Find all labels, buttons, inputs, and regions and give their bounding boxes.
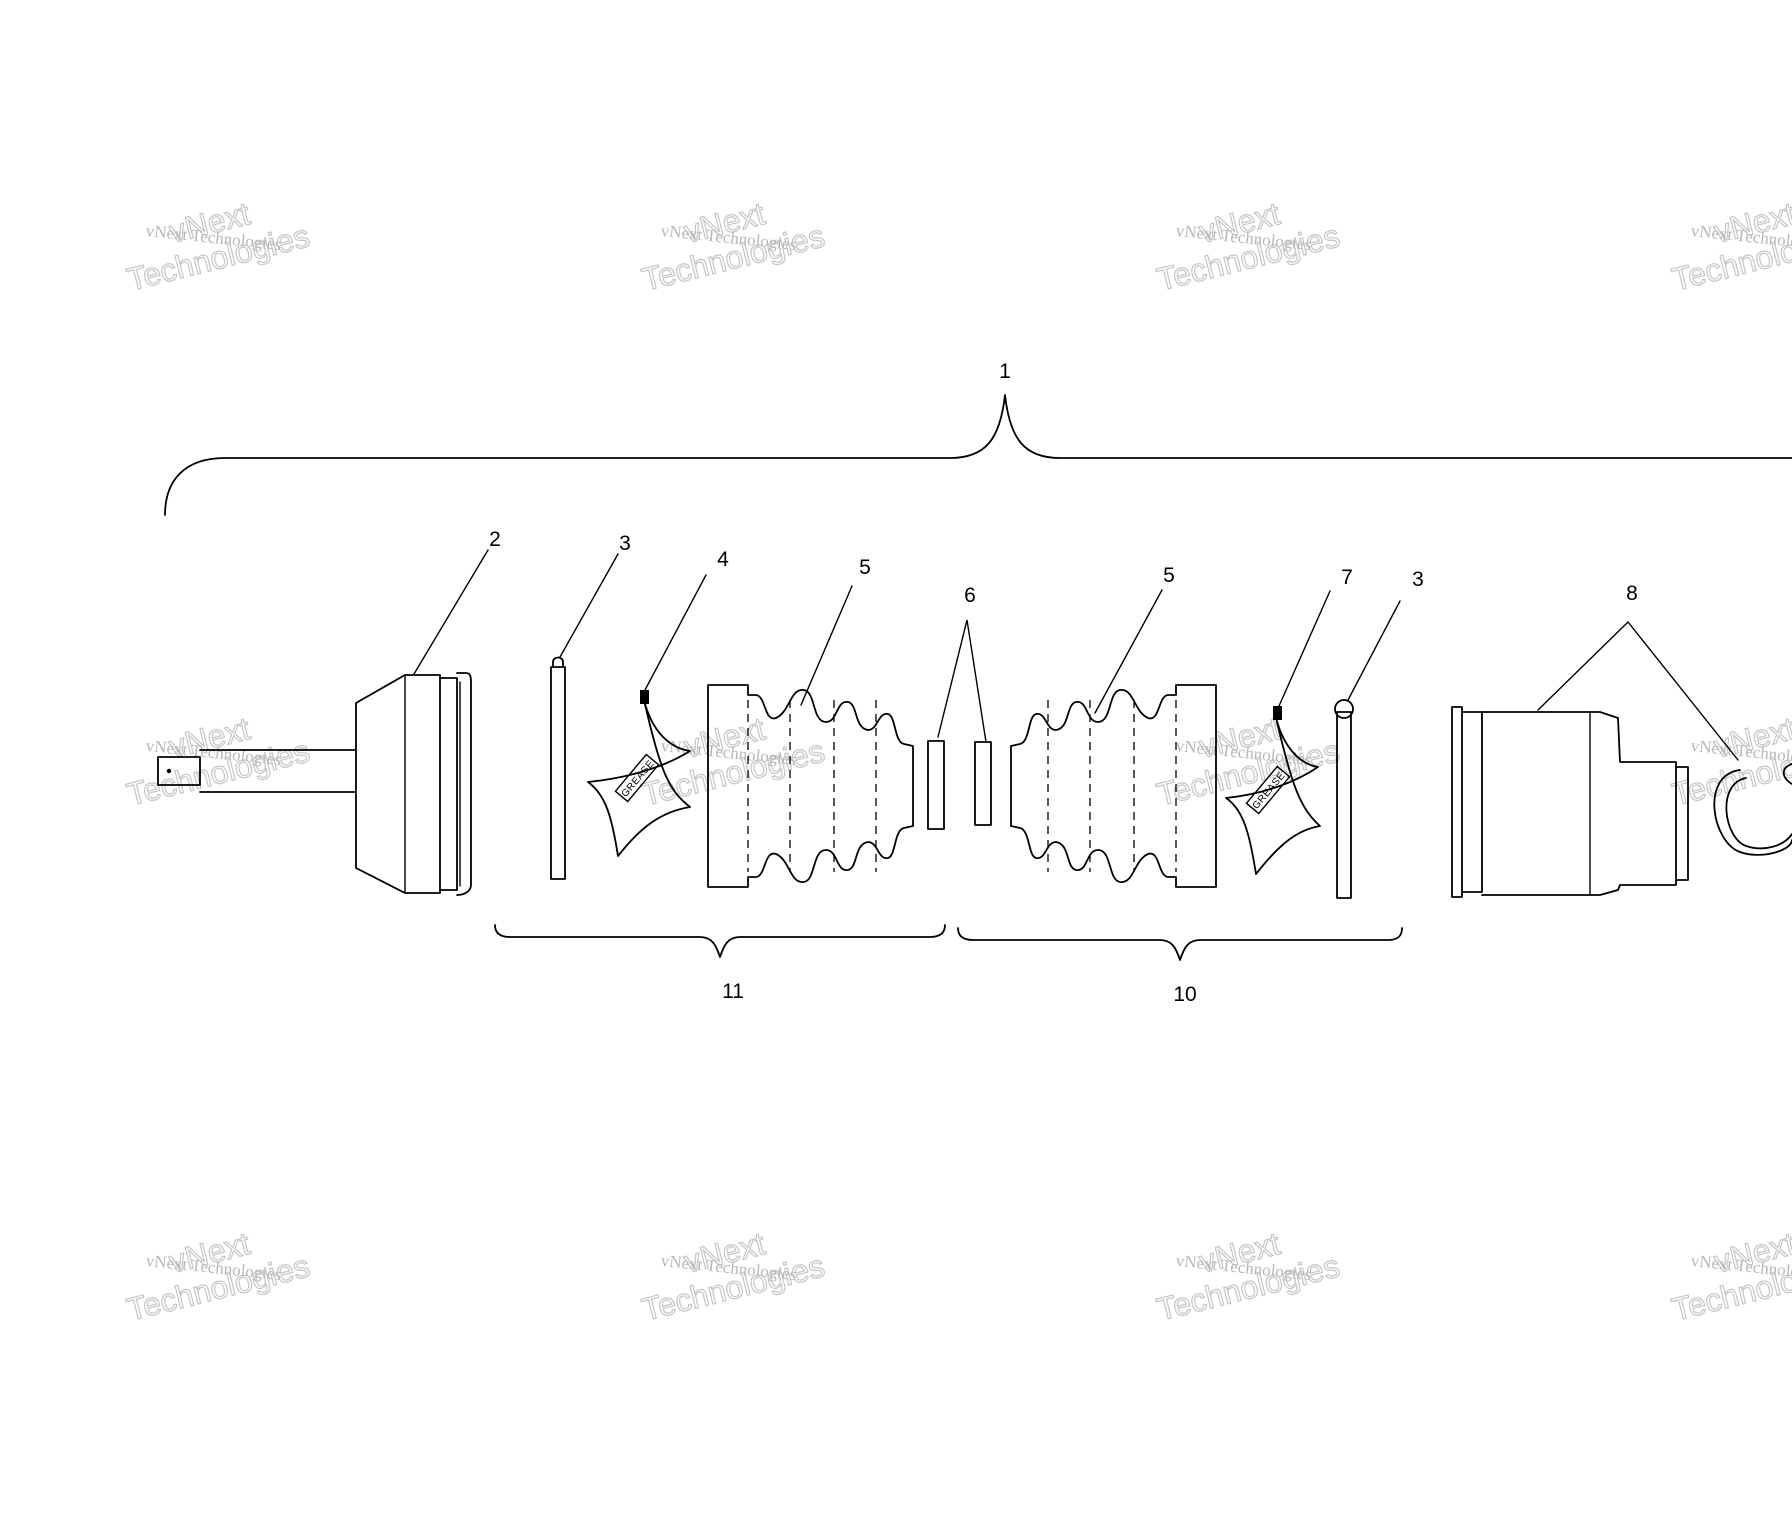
leader-8	[1537, 620, 1739, 761]
kit-bracket-10	[957, 927, 1403, 961]
leader-3a	[559, 553, 619, 658]
callout-3a[interactable]: 3	[619, 532, 631, 555]
callout-10[interactable]: 10	[1173, 983, 1196, 1006]
leader-5a	[800, 585, 853, 706]
callout-2[interactable]: 2	[489, 528, 501, 551]
callout-8[interactable]: 8	[1626, 582, 1638, 605]
boot-clamps-small[interactable]	[927, 740, 992, 830]
callout-3b[interactable]: 3	[1412, 568, 1424, 591]
leader-3b	[1347, 600, 1401, 701]
callout-11[interactable]: 11	[722, 980, 744, 1003]
callout-6[interactable]: 6	[964, 584, 976, 607]
snap-ring[interactable]	[1713, 763, 1792, 856]
boot-clamp-left[interactable]	[550, 656, 566, 880]
boot-clamp-right[interactable]	[1334, 699, 1354, 899]
leader-4	[644, 574, 707, 691]
callout-1[interactable]: 1	[999, 360, 1011, 383]
callout-5b[interactable]: 5	[1163, 564, 1175, 587]
leader-5b	[1094, 589, 1163, 714]
leader-7	[1278, 590, 1331, 707]
callout-4[interactable]: 4	[717, 548, 729, 571]
boot-right[interactable]	[1010, 684, 1217, 888]
outer-cv-joint[interactable]	[157, 672, 472, 896]
kit-bracket-11	[494, 924, 946, 958]
callout-7[interactable]: 7	[1341, 566, 1353, 589]
leader-6	[937, 619, 987, 743]
boot-left[interactable]	[707, 684, 914, 888]
inner-cv-housing[interactable]	[1451, 706, 1689, 898]
leader-2	[413, 549, 489, 675]
assembly-bracket	[164, 394, 1792, 516]
callout-5a[interactable]: 5	[859, 556, 871, 579]
